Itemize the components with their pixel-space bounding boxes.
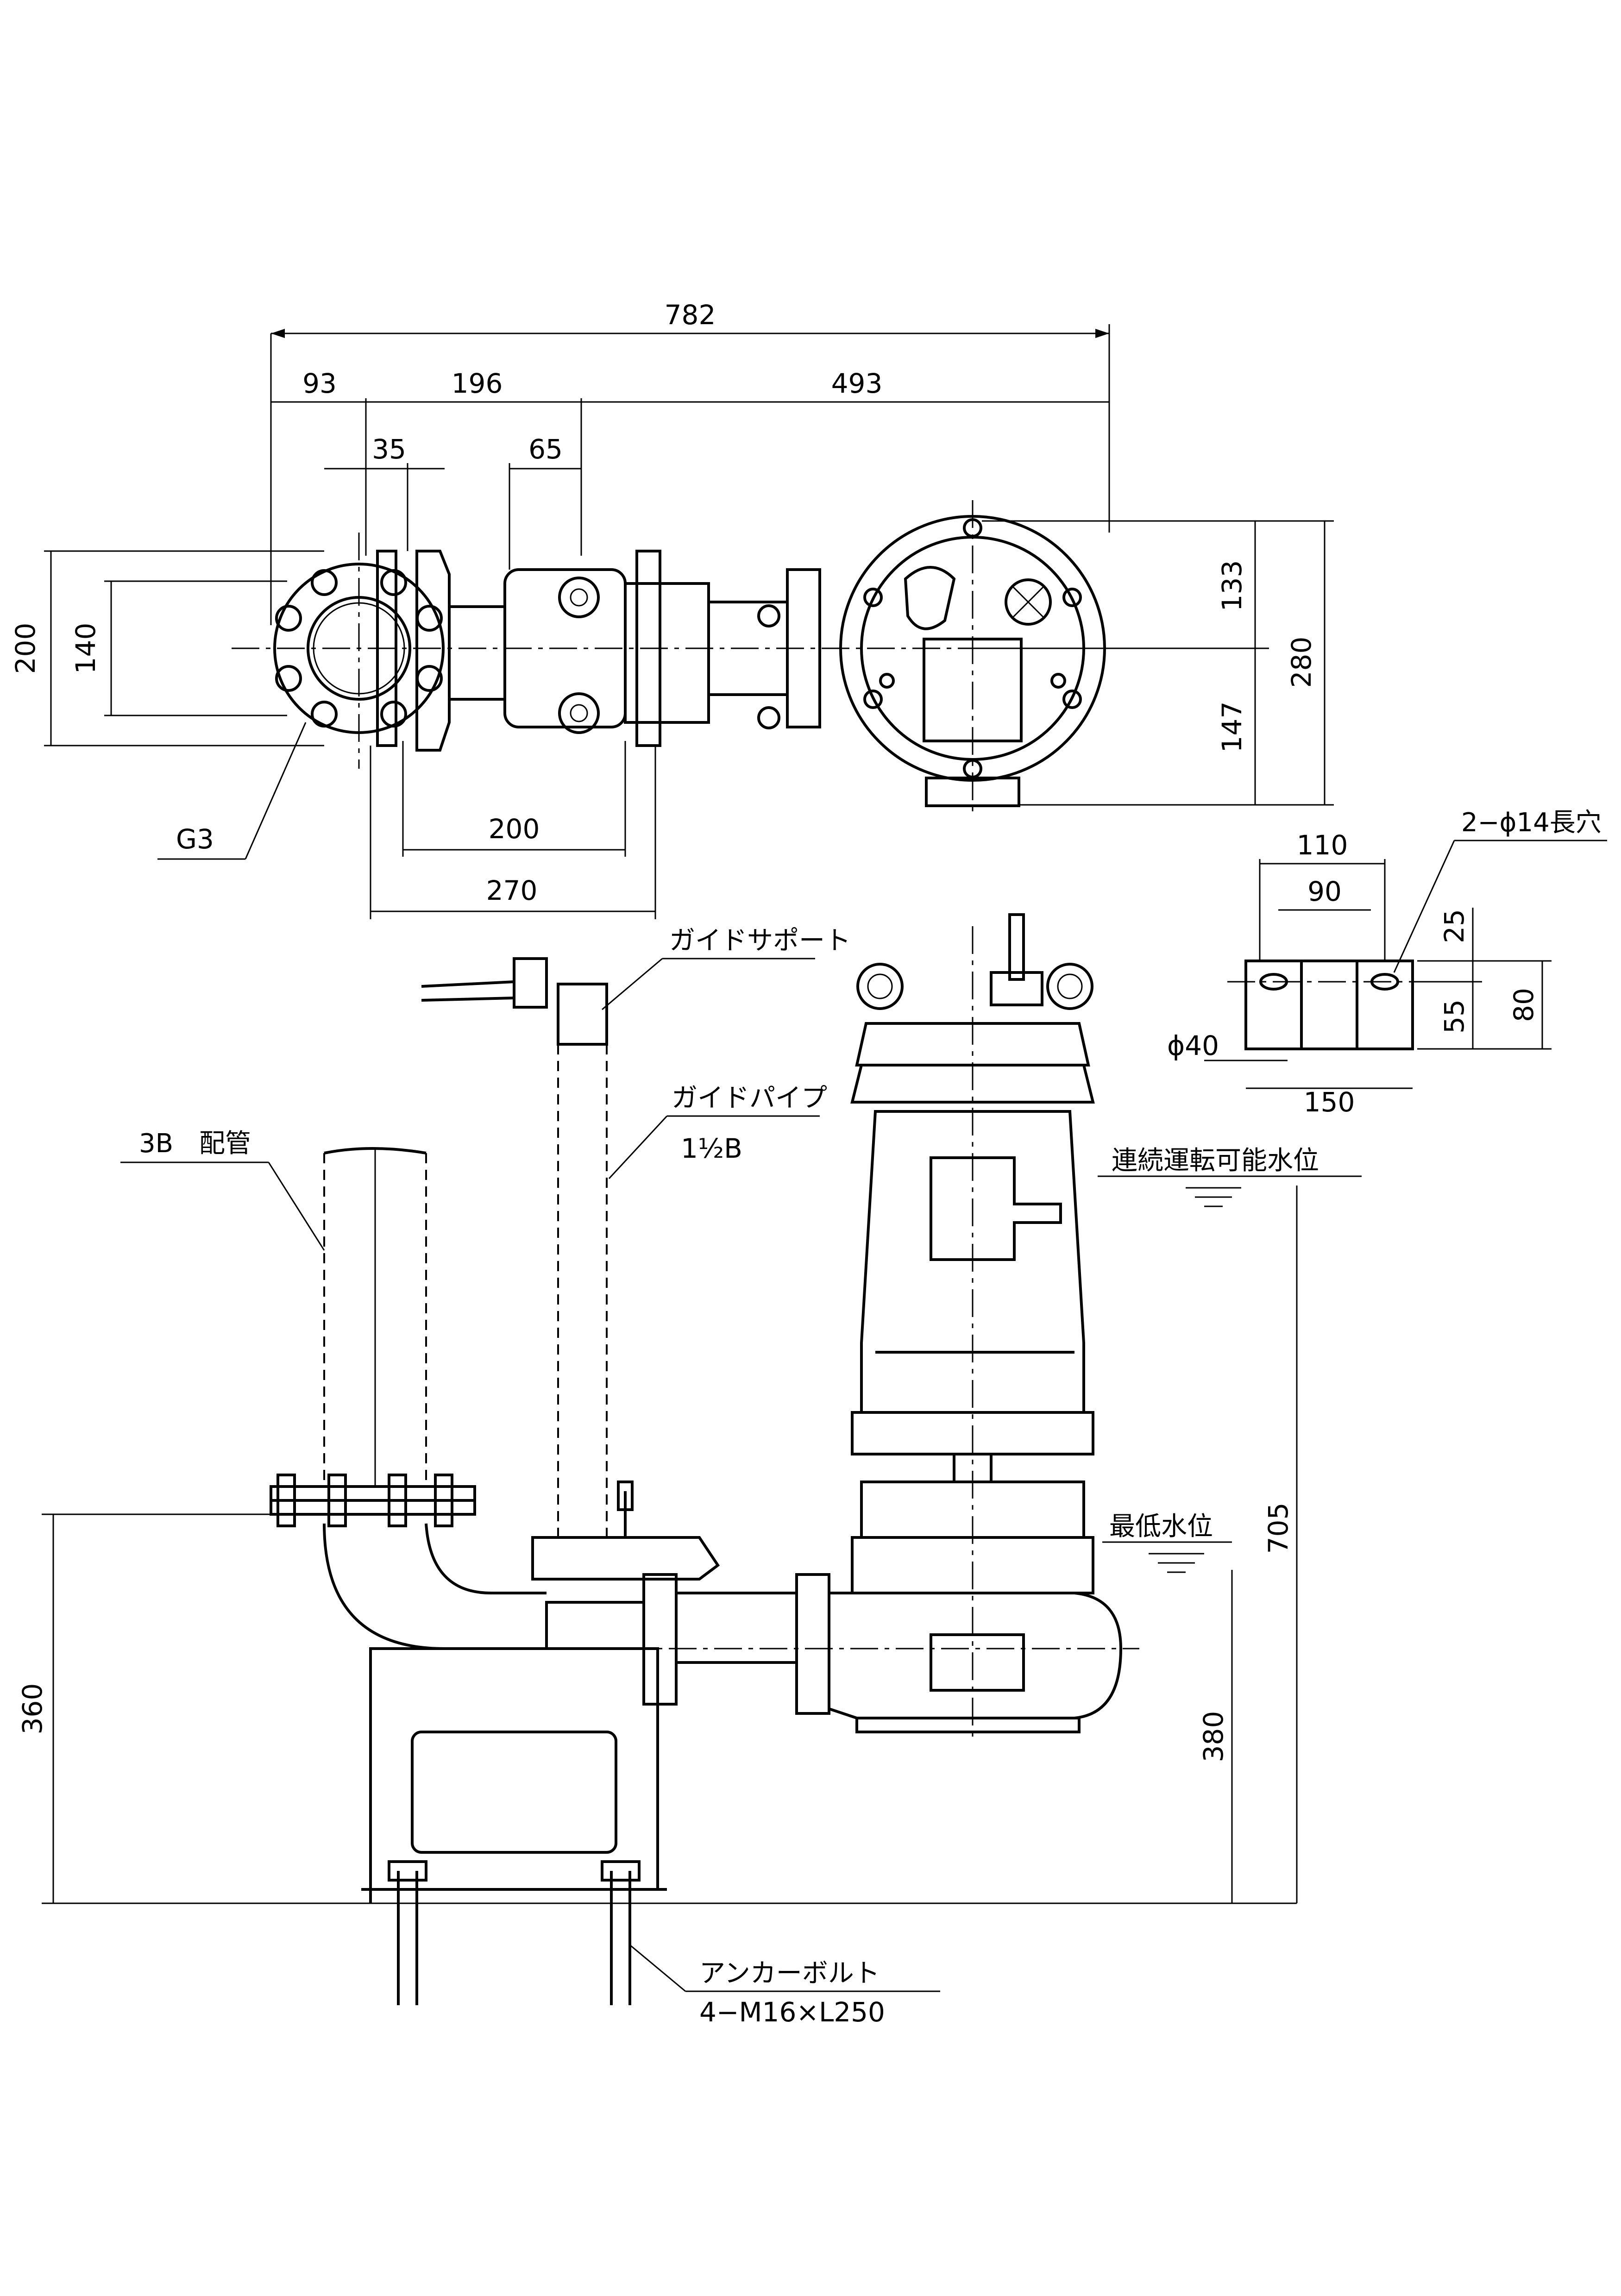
guide-hook [531,1480,830,1715]
dim-80: 80 [1508,988,1539,1022]
anchor-bolts [388,1860,641,2005]
dim-200-left: 200 [10,623,41,674]
dim-55: 55 [1439,999,1470,1034]
label-min-level: 最低水位 [1109,1512,1213,1542]
dim-280: 280 [1286,637,1317,688]
plan-view [232,500,1195,815]
base-detail: 110 90 150 ϕ40 25 55 80 2−ϕ14長穴 [1167,808,1607,1118]
guide-pipe [421,957,608,1537]
dim-782: 782 [665,299,716,331]
dim-phi40: ϕ40 [1167,1030,1219,1061]
dim-270: 270 [486,875,538,906]
dim-35: 35 [372,433,406,465]
dim-147: 147 [1216,702,1248,753]
dim-196: 196 [452,368,503,399]
outlet-elbow [270,1474,547,1650]
riser-pipe [323,1147,427,1487]
elevation-annotations: ガイドサポート ガイドパイプ 1½B 3B 配管 連続運転可能水位 最低水位 3… [17,926,1362,2028]
elevation-view [270,913,1139,2005]
label-guide-support: ガイドサポート [669,926,851,956]
dim-140: 140 [70,623,101,674]
label-anchor-bolt: アンカーボルト [699,1958,880,1989]
dim-93: 93 [302,368,337,399]
label-slot: 2−ϕ14長穴 [1461,808,1602,838]
dim-133: 133 [1216,560,1248,612]
pump-casing [828,1536,1123,1733]
label-guide-pipe: ガイドパイプ [672,1083,827,1113]
dim-150: 150 [1304,1086,1355,1118]
dim-25: 25 [1439,909,1470,943]
duckfoot-base [361,1647,667,1903]
dim-90: 90 [1307,876,1342,907]
label-3b-pipe: 3B 配管 [139,1129,251,1159]
dim-110: 110 [1297,829,1348,861]
dim-705: 705 [1263,1503,1294,1554]
dim-380: 380 [1198,1711,1229,1763]
dim-200-bottom: 200 [489,813,540,845]
label-anchor-spec: 4−M16×L250 [699,1996,885,2028]
pump-motor [850,913,1095,1539]
label-guide-pipe-size: 1½B [681,1133,742,1164]
label-g3: G3 [176,823,214,855]
dim-493: 493 [831,368,883,399]
dim-360: 360 [17,1683,48,1735]
dim-65: 65 [528,433,563,465]
plan-dimensions: 782 93 196 493 35 65 200 140 200 270 [10,299,1334,919]
label-continuous-level: 連続運転可能水位 [1112,1146,1319,1176]
